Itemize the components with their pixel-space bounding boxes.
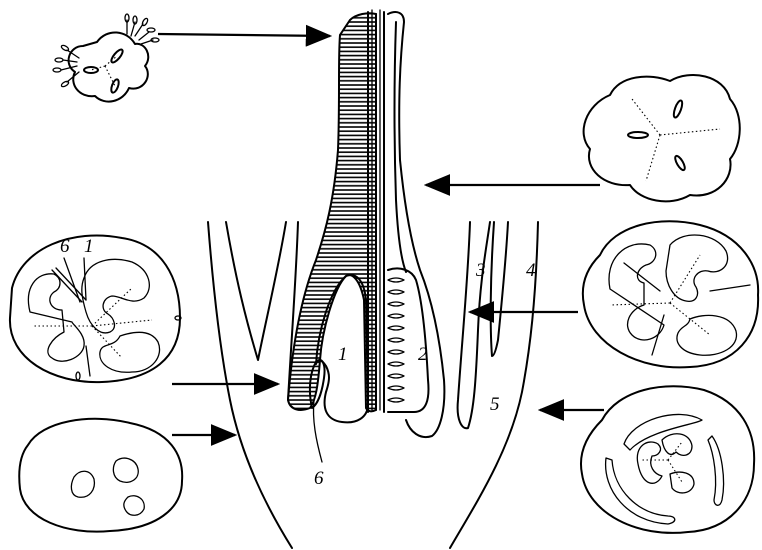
wavy-ovules-2 — [388, 278, 404, 402]
label-3-center: 3 — [475, 260, 486, 281]
longitudinal-section — [208, 10, 538, 548]
label-1-center: 1 — [338, 344, 348, 365]
label-6-left: 6 — [60, 236, 70, 257]
pocket-3 — [458, 222, 490, 428]
section-left-bottom — [19, 419, 182, 532]
label-5-center: 5 — [490, 394, 500, 415]
flower-top-left — [53, 14, 159, 102]
left-pocket — [226, 222, 286, 360]
receptacle-outline-right — [450, 222, 538, 548]
label-2-center: 2 — [418, 344, 428, 365]
section-right-bottom — [581, 386, 754, 533]
section-right-top — [584, 75, 740, 201]
label-1-left: 1 — [84, 236, 94, 257]
style-hatched — [288, 13, 376, 411]
pocket-4 — [491, 222, 508, 356]
section-left-middle — [10, 235, 181, 382]
right-style-wall — [388, 12, 444, 437]
label-4-center: 4 — [526, 260, 536, 281]
arrow-top — [158, 34, 330, 36]
pointer-6-bottom — [313, 400, 322, 462]
section-right-middle — [583, 221, 758, 367]
label-6-bottom: 6 — [314, 468, 324, 489]
